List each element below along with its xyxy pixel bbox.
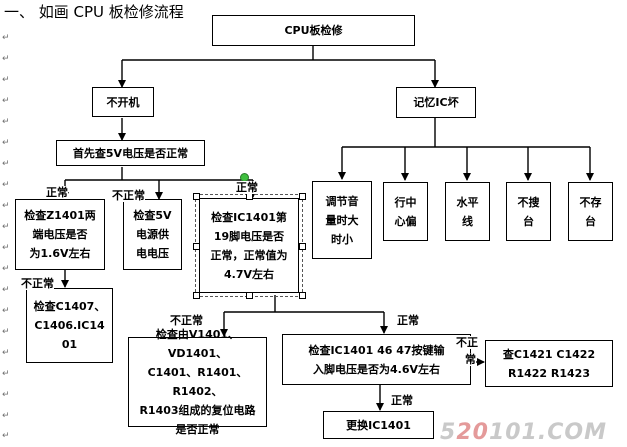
paragraph-mark-icon: ↵ <box>2 306 10 316</box>
site-watermark: 520101.COM <box>440 420 607 445</box>
label-normal: 正常 <box>46 186 68 199</box>
watermark-part: 01.COM <box>505 420 607 445</box>
paragraph-mark-icon: ↵ <box>2 222 10 232</box>
watermark-part: 20 <box>456 420 489 445</box>
box-line-center-offset: 行中 心偏 <box>383 182 428 241</box>
box-no-search: 不搜 台 <box>506 182 551 241</box>
resize-handle-icon[interactable] <box>193 292 200 299</box>
paragraph-mark-icon: ↵ <box>2 117 10 127</box>
box-check-5v-supply: 检查5V 电源供 电电压 <box>123 199 182 270</box>
paragraph-mark-icon: ↵ <box>2 411 10 421</box>
label-abnormal: 不正常 <box>170 314 203 327</box>
paragraph-mark-icon: ↵ <box>2 159 10 169</box>
label-abnormal: 不正常 <box>112 189 145 202</box>
resize-handle-icon[interactable] <box>246 193 253 200</box>
resize-handle-icon[interactable] <box>299 243 306 250</box>
box-no-power: 不开机 <box>92 87 154 117</box>
resize-handle-icon[interactable] <box>299 292 306 299</box>
paragraph-mark-icon: ↵ <box>2 431 10 441</box>
label-abnormal: 不正 <box>456 336 478 349</box>
paragraph-marks: ↵ ↵ ↵ ↵ ↵ ↵ ↵ ↵ ↵ ↵ ↵ ↵ ↵ ↵ ↵ ↵ ↵ ↵ ↵ ↵ <box>0 0 16 447</box>
label-normal: 正常 <box>391 394 413 407</box>
box-check-c1421: 查C1421 C1422 R1422 R1423 <box>485 340 613 387</box>
label-normal: 正常 <box>397 314 419 327</box>
paragraph-mark-icon: ↵ <box>2 180 10 190</box>
box-memory-ic-fault: 记忆IC坏 <box>396 87 476 118</box>
paragraph-mark-icon: ↵ <box>2 138 10 148</box>
paragraph-mark-icon: ↵ <box>2 348 10 358</box>
label-normal: 正常 <box>236 181 258 194</box>
box-check-ic1401-pin19[interactable]: 检查IC1401第 19脚电压是否 正常，正常值为 4.7V左右 <box>195 194 303 297</box>
box-reset-circuit: 检查由V1401、VD1401、 C1401、R1401、R1402、 R140… <box>128 328 267 436</box>
box-check-5v: 首先查5V电压是否正常 <box>56 140 205 166</box>
paragraph-mark-icon: ↵ <box>2 285 10 295</box>
box-horizontal-line: 水平 线 <box>445 182 490 241</box>
box-check-c1407: 检查C1407、 C1406.IC14 01 <box>26 288 113 363</box>
box-cpu-board-repair: CPU板检修 <box>212 15 415 46</box>
label-abnormal: 不正常 <box>21 277 54 290</box>
box-replace-ic1401: 更换IC1401 <box>323 411 434 439</box>
paragraph-mark-icon: ↵ <box>2 75 10 85</box>
paragraph-mark-icon: ↵ <box>2 264 10 274</box>
resize-handle-icon[interactable] <box>193 193 200 200</box>
paragraph-mark-icon: ↵ <box>2 33 10 43</box>
paragraph-mark-icon: ↵ <box>2 243 10 253</box>
watermark-part: 1 <box>488 420 506 445</box>
paragraph-mark-icon: ↵ <box>2 327 10 337</box>
paragraph-mark-icon: ↵ <box>2 369 10 379</box>
box-no-store: 不存 台 <box>568 182 613 241</box>
paragraph-mark-icon: ↵ <box>2 54 10 64</box>
paragraph-mark-icon: ↵ <box>2 390 10 400</box>
box-volume-unstable: 调节音 量时大 时小 <box>312 181 372 259</box>
resize-handle-icon[interactable] <box>299 193 306 200</box>
box-check-key-input: 检查IC1401 46 47按键输 入脚电压是否为4.6V左右 <box>282 334 471 385</box>
label-abnormal: 常 <box>465 353 476 366</box>
watermark-part: 5 <box>440 420 457 445</box>
resize-handle-icon[interactable] <box>246 292 253 299</box>
box-check-z1401: 检查Z1401两 端电压是否 为1.6V左右 <box>15 199 105 270</box>
paragraph-mark-icon: ↵ <box>2 201 10 211</box>
page-heading: 一、 如画 CPU 板检修流程 <box>4 3 184 21</box>
paragraph-mark-icon: ↵ <box>2 96 10 106</box>
resize-handle-icon[interactable] <box>193 243 200 250</box>
